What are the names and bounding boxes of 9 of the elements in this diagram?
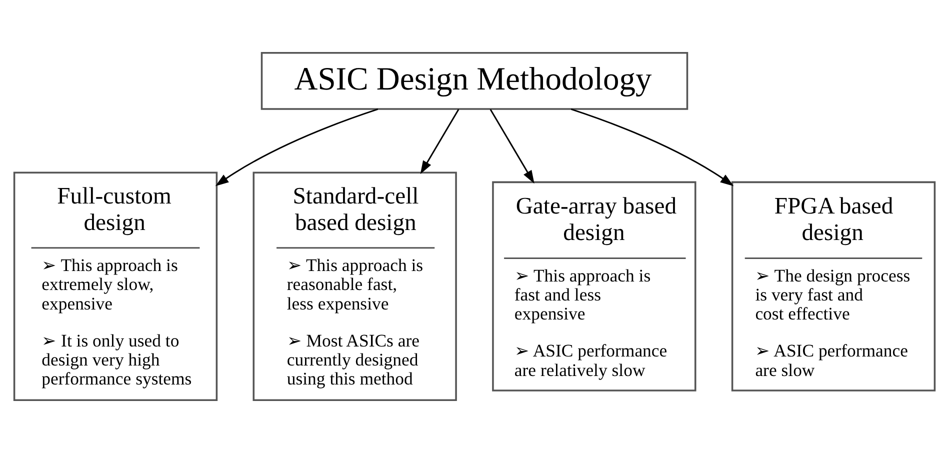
node-box: FPGA based design ➢ The design process is very fast and cost effective ➢ ASIC performance are slow — [731, 181, 936, 392]
node-box: Full-custom design ➢ This approach is extremely slow, expensive ➢ It is only used to design very high performance systems — [13, 172, 218, 401]
arrow — [570, 108, 734, 186]
arrow — [420, 108, 460, 174]
node-box: Standard-cell based design ➢ This approach is reasonable fast, less expensive ➢ Most ASICs are currently designed using this method — [252, 172, 457, 401]
arrow — [490, 108, 534, 184]
node-box: ASIC Design Methodology — [260, 52, 688, 110]
node-box: Gate-array based design ➢ This approach is fast and less expensive ➢ ASIC performance are relatively slow — [492, 181, 696, 392]
arrow — [215, 108, 378, 186]
